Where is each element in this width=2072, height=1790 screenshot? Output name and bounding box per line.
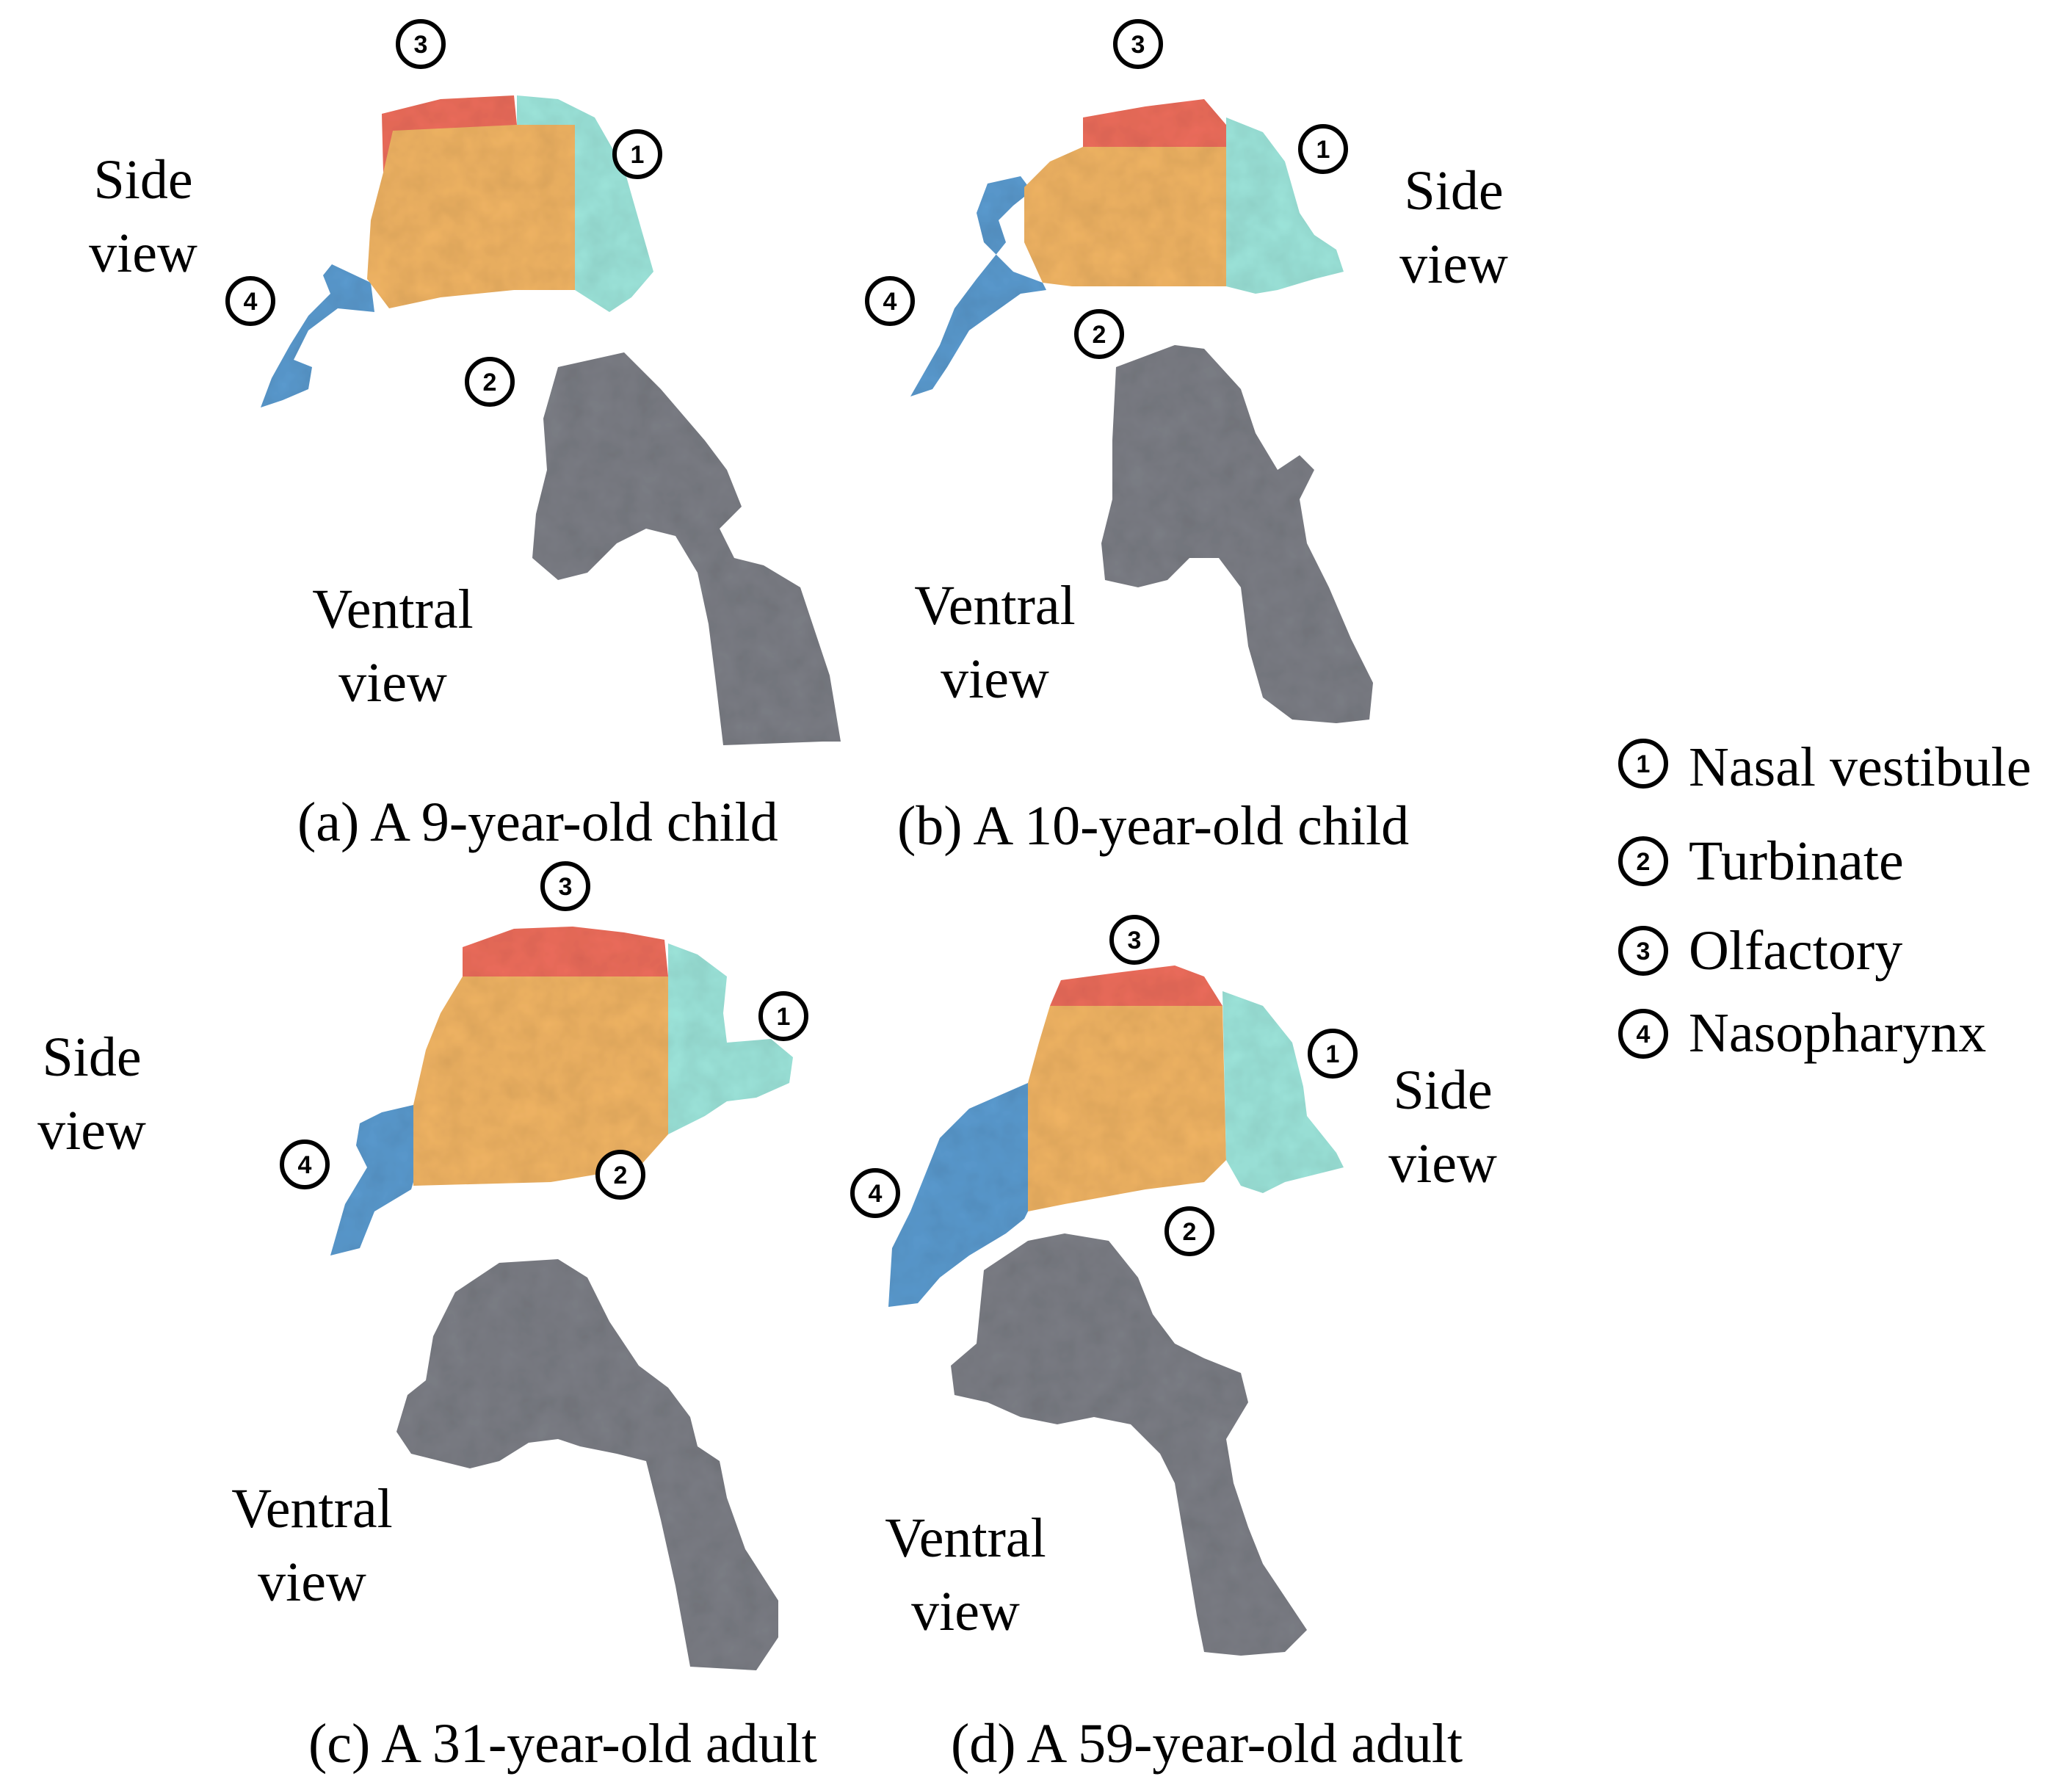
panel-a-vestibule — [517, 95, 653, 312]
svg-text:1: 1 — [1316, 136, 1330, 164]
svg-text:2: 2 — [1093, 321, 1106, 349]
legend-marker-2: 2 — [1618, 836, 1668, 886]
legend-label-4: Nasopharynx — [1689, 1002, 1987, 1064]
panel-d-ventral-view-label: Ventral view — [885, 1507, 1046, 1642]
panel-d-side-view-label: Side view — [1388, 1059, 1497, 1195]
legend-label-3: Olfactory — [1689, 920, 1903, 982]
svg-text:1: 1 — [631, 141, 645, 169]
svg-text:4: 4 — [298, 1151, 312, 1179]
svg-text:1: 1 — [777, 1003, 791, 1031]
panel-c-marker-3: 3 — [540, 861, 590, 911]
panel-c-caption: (c) A 31-year-old adult — [308, 1713, 817, 1775]
panel-d-side-model — [888, 965, 1344, 1307]
panel-d-marker-3: 3 — [1109, 915, 1159, 965]
panel-a-side-view-label: Side view — [89, 149, 198, 284]
svg-text:3: 3 — [414, 31, 428, 59]
panel-c-side-model — [330, 927, 793, 1255]
panel-c-marker-4: 4 — [280, 1139, 330, 1189]
svg-text:4: 4 — [883, 288, 897, 316]
svg-text:2: 2 — [1637, 848, 1651, 876]
svg-text:4: 4 — [869, 1180, 883, 1208]
legend-marker-4: 4 — [1618, 1009, 1668, 1059]
svg-text:3: 3 — [559, 873, 573, 901]
legend-marker-1: 1 — [1618, 739, 1668, 789]
panel-b-side-view-label: Side view — [1399, 160, 1508, 295]
panel-d-marker-4: 4 — [850, 1168, 900, 1218]
panel-d-olfactory — [1050, 965, 1222, 1006]
panel-c-ventral-view-label: Ventral view — [231, 1478, 393, 1613]
panel-a-marker-1: 1 — [612, 129, 662, 179]
panel-c-vestibule — [668, 943, 793, 1134]
svg-text:4: 4 — [244, 288, 258, 316]
panel-b-vestibule — [1226, 117, 1344, 294]
panel-b-marker-3: 3 — [1113, 19, 1163, 69]
panel-d-marker-1: 1 — [1308, 1029, 1358, 1079]
panel-b-marker-4: 4 — [865, 276, 915, 326]
panel-c-olfactory — [463, 927, 668, 976]
panel-a-olfactory — [382, 95, 517, 173]
svg-text:4: 4 — [1637, 1021, 1651, 1048]
panel-a-ventral-view-label: Ventral view — [312, 579, 474, 714]
panel-d-ventral-model — [951, 1233, 1307, 1656]
svg-text:2: 2 — [614, 1162, 628, 1189]
panel-b-marker-1: 1 — [1298, 124, 1348, 174]
svg-text:2: 2 — [483, 369, 497, 396]
svg-text:3: 3 — [1128, 927, 1142, 954]
panel-a-nasopharynx — [261, 264, 374, 407]
panel-a-caption: (a) A 9-year-old child — [297, 791, 778, 853]
panel-b-ventral-view-label: Ventral view — [914, 575, 1076, 710]
svg-text:3: 3 — [1637, 938, 1651, 965]
panel-a-marker-4: 4 — [225, 276, 275, 326]
legend-label-1: Nasal vestibule — [1689, 736, 2032, 798]
panel-b-side-model — [910, 99, 1344, 396]
panel-a-turbinate — [367, 125, 575, 308]
panel-a-side-model — [261, 95, 653, 407]
panel-d-marker-2: 2 — [1164, 1206, 1214, 1256]
panel-a-marker-2: 2 — [465, 357, 515, 407]
panel-c-marker-1: 1 — [758, 991, 808, 1041]
panel-a-ventral-model — [532, 352, 841, 745]
panel-b-ventral-model — [1101, 345, 1373, 723]
panel-b-caption: (b) A 10-year-old child — [897, 795, 1410, 857]
legend-label-2: Turbinate — [1689, 830, 1904, 892]
panel-b-turbinate — [1024, 147, 1226, 286]
panel-d-nasopharynx — [888, 1083, 1028, 1307]
panel-c-side-view-label: Side view — [37, 1026, 146, 1162]
panel-c-marker-2: 2 — [595, 1150, 645, 1200]
panel-d-vestibule — [1222, 991, 1344, 1193]
svg-text:2: 2 — [1183, 1218, 1197, 1246]
panel-c-turbinate — [413, 976, 668, 1186]
panel-c-ventral-model — [396, 1259, 778, 1670]
panel-a-marker-3: 3 — [396, 19, 446, 69]
panel-d-caption: (d) A 59-year-old adult — [951, 1713, 1463, 1775]
svg-text:1: 1 — [1326, 1040, 1340, 1068]
legend-marker-3: 3 — [1618, 926, 1668, 976]
svg-text:1: 1 — [1637, 750, 1651, 778]
panel-b-nasopharynx — [910, 176, 1046, 396]
panel-b-olfactory — [1083, 99, 1226, 147]
panel-d-turbinate — [1028, 1006, 1226, 1211]
panel-b-marker-2: 2 — [1074, 309, 1124, 359]
svg-text:3: 3 — [1131, 31, 1145, 59]
panel-c-nasopharynx — [330, 1105, 413, 1255]
